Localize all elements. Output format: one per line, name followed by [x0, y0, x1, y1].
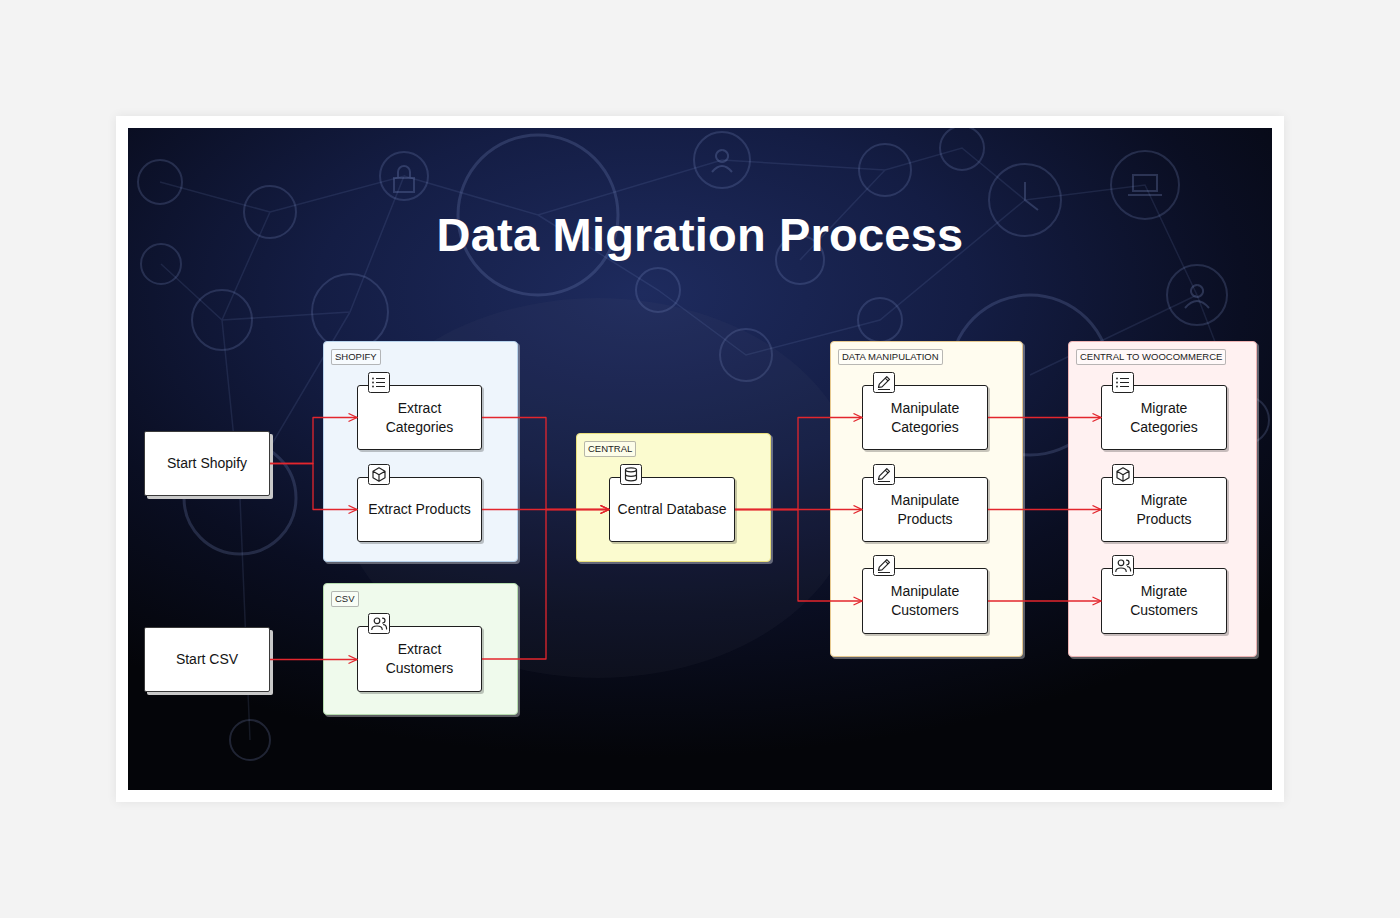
- users-icon: [369, 614, 390, 634]
- pencil-icon: [874, 556, 895, 576]
- process-box: Central Database: [609, 477, 735, 542]
- database-icon: [621, 465, 642, 485]
- process-box: Extract Products: [357, 477, 482, 542]
- network-circle: [230, 720, 270, 760]
- group-heading: CSV: [331, 591, 359, 607]
- flow-connector: [270, 418, 357, 464]
- network-circle: [244, 186, 296, 238]
- flow-connector: [482, 510, 609, 660]
- network-circle: [1111, 151, 1179, 219]
- network-circle: [138, 160, 182, 204]
- group-box: CENTRAL TO WOOCOMMERCE Migrate Categories…: [1068, 341, 1257, 657]
- start-box: Start Shopify: [144, 431, 270, 496]
- process-box: Manipulate Customers: [862, 568, 988, 634]
- network-circle: [141, 244, 181, 284]
- pencil-icon: [874, 373, 895, 393]
- group-box: CENTRAL Central Database: [576, 433, 771, 562]
- flow-connector: [270, 464, 357, 510]
- group-heading: CENTRAL TO WOOCOMMERCE: [1076, 349, 1226, 365]
- flow-connector: [735, 509, 862, 510]
- flow-connector: [988, 417, 1101, 418]
- process-box: Migrate Categories: [1101, 385, 1227, 450]
- group-heading: SHOPIFY: [331, 349, 381, 365]
- start-box: Start CSV: [144, 627, 270, 692]
- process-box: Migrate Customers: [1101, 568, 1227, 634]
- flow-connector: [988, 600, 1101, 601]
- list-icon: [1113, 373, 1134, 393]
- network-circle: [192, 290, 252, 350]
- box-label: Migrate Categories: [1119, 399, 1209, 437]
- users-icon: [1113, 556, 1134, 576]
- network-circle: [859, 144, 911, 196]
- group-heading: DATA MANIPULATION: [838, 349, 943, 365]
- process-box: Manipulate Categories: [862, 385, 988, 450]
- process-box: Extract Customers: [357, 626, 482, 692]
- flow-connector: [270, 659, 357, 660]
- pencil-icon: [874, 465, 895, 485]
- cube-icon: [369, 465, 390, 485]
- group-heading: CENTRAL: [584, 441, 636, 457]
- network-circle: [312, 274, 388, 350]
- box-label: Migrate Customers: [1119, 582, 1209, 620]
- box-label: Migrate Products: [1119, 491, 1209, 529]
- box-label: Extract Products: [368, 500, 471, 519]
- network-circle: [940, 128, 984, 170]
- network-circle: [694, 132, 750, 188]
- group-box: SHOPIFY Extract CategoriesExtract Product…: [323, 341, 518, 562]
- box-label: Extract Categories: [374, 399, 466, 437]
- diagram-title: Data Migration Process: [128, 205, 1272, 265]
- box-label: Start Shopify: [167, 454, 247, 473]
- network-circle: [1167, 265, 1227, 325]
- process-box: Manipulate Products: [862, 477, 988, 542]
- box-label: Central Database: [618, 500, 727, 519]
- box-label: Manipulate Customers: [875, 582, 975, 620]
- flow-connector: [482, 509, 609, 510]
- flow-connector: [482, 418, 609, 510]
- process-box: Migrate Products: [1101, 477, 1227, 542]
- box-label: Start CSV: [176, 650, 238, 669]
- list-icon: [369, 373, 390, 393]
- cube-icon: [1113, 465, 1134, 485]
- network-circle: [858, 298, 902, 342]
- process-box: Extract Categories: [357, 385, 482, 450]
- flow-connector: [735, 418, 862, 510]
- flow-connector: [988, 509, 1101, 510]
- box-label: Manipulate Products: [875, 491, 975, 529]
- box-label: Manipulate Categories: [875, 399, 975, 437]
- flow-connector: [735, 510, 862, 602]
- group-box: CSV Extract Customers: [323, 583, 518, 715]
- group-box: DATA MANIPULATION Manipulate CategoriesMa…: [830, 341, 1023, 657]
- box-label: Extract Customers: [374, 640, 466, 678]
